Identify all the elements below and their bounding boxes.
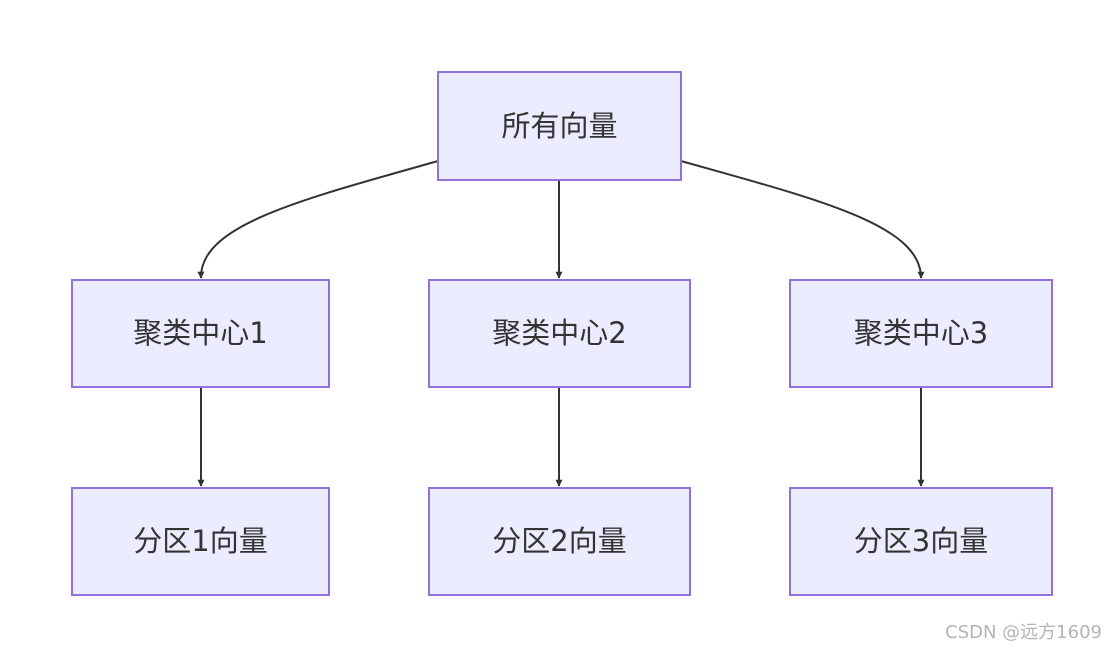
node-part3: 分区3向量 xyxy=(789,487,1053,596)
watermark: CSDN @远方1609 xyxy=(945,622,1102,643)
node-part2-box xyxy=(428,487,691,596)
node-root-box xyxy=(437,71,682,181)
node-center3-label: 聚类中心3 xyxy=(854,316,988,350)
node-part1-box xyxy=(71,487,330,596)
node-part3-box xyxy=(789,487,1053,596)
node-root: 所有向量 xyxy=(437,71,682,181)
node-part2: 分区2向量 xyxy=(428,487,691,596)
node-part1: 分区1向量 xyxy=(71,487,330,596)
node-center2-label: 聚类中心2 xyxy=(492,316,626,350)
node-part3-label: 分区3向量 xyxy=(854,524,988,558)
edge-root-to-center1 xyxy=(197,160,439,279)
edges xyxy=(197,160,925,487)
node-center2: 聚类中心2 xyxy=(428,279,691,388)
node-center1: 聚类中心1 xyxy=(71,279,330,388)
node-center3: 聚类中心3 xyxy=(789,279,1053,388)
node-root-label: 所有向量 xyxy=(501,109,617,143)
node-center1-box xyxy=(71,279,330,388)
node-center2-box xyxy=(428,279,691,388)
node-center1-label: 聚类中心1 xyxy=(133,316,267,350)
node-part2-label: 分区2向量 xyxy=(492,524,626,558)
node-part1-label: 分区1向量 xyxy=(133,524,267,558)
edge-root-to-center3 xyxy=(680,160,925,279)
node-center3-box xyxy=(789,279,1053,388)
